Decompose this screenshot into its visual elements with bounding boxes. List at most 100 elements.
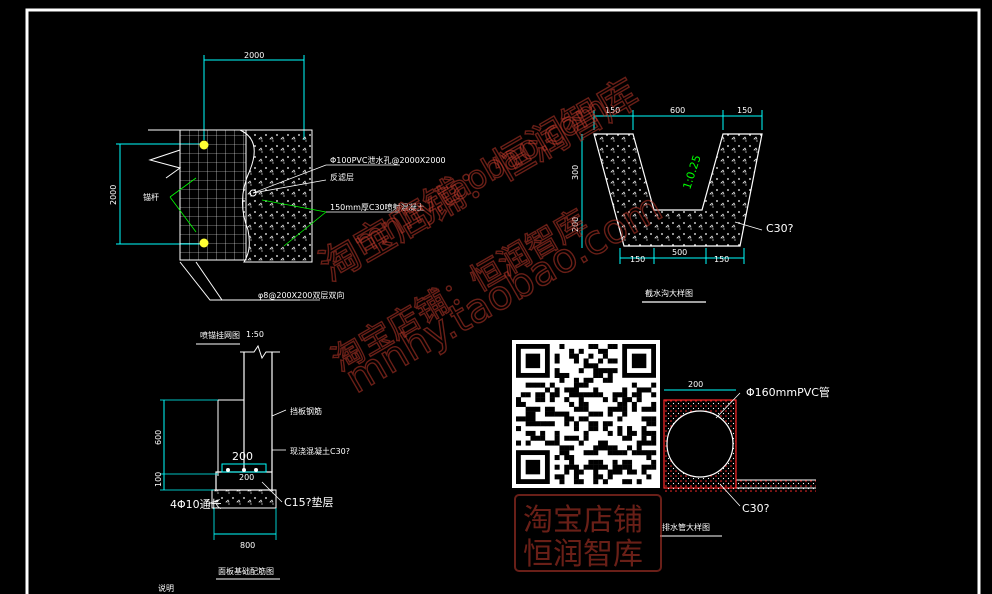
qr-module [607, 430, 613, 436]
drawing-shotcrete-wall: 2000 2000 Φ100PVC泄水孔@2000X2000 反滤层 150mm… [109, 51, 446, 301]
qr-module [636, 387, 642, 393]
qr-module [530, 416, 536, 422]
qr-module [525, 392, 531, 398]
qr-module [554, 474, 560, 480]
qr-module [578, 416, 584, 422]
qr-module [583, 430, 589, 436]
qr-module [516, 401, 522, 407]
qr-module [651, 430, 657, 436]
qr-module [559, 411, 565, 417]
qr-module [559, 479, 565, 485]
qr-module [588, 459, 594, 465]
qr-module [598, 358, 604, 364]
qr-module [564, 397, 570, 403]
qr-module [554, 387, 560, 393]
qr-module [602, 464, 608, 470]
qr-module [549, 392, 555, 398]
qr-module [593, 392, 599, 398]
qr-module [520, 416, 526, 422]
note-shotcrete: 150mm厚C30喷射混凝土 [330, 202, 425, 212]
qr-module [578, 368, 584, 374]
qr-module [578, 348, 584, 354]
qr-module [598, 474, 604, 480]
qr-module [593, 474, 599, 480]
qr-module [588, 353, 594, 359]
qr-module [607, 450, 613, 456]
qr-module [583, 406, 589, 412]
qr-module [636, 479, 642, 485]
watermark-stamp-line1: 淘宝店铺 [523, 503, 643, 538]
qr-module [651, 382, 657, 388]
qr-module [622, 479, 628, 485]
dim-left-2000: 2000 [109, 185, 118, 205]
qr-module [602, 368, 608, 374]
qr-module [583, 450, 589, 456]
qr-module [573, 382, 579, 388]
qr-module [627, 469, 633, 475]
qr-module [573, 421, 579, 427]
qr-module [564, 469, 570, 475]
note-c15-cushion: C15?垫层 [284, 495, 334, 509]
qr-module [641, 469, 647, 475]
qr-module [578, 401, 584, 407]
qr-module [631, 406, 637, 412]
qr-module [520, 392, 526, 398]
qr-module [520, 401, 526, 407]
qr-module [641, 450, 647, 456]
dim-top-150-right: 150 [737, 106, 752, 115]
qr-module [641, 406, 647, 412]
footing-scale: 1:50 [246, 330, 264, 339]
qr-module [525, 406, 531, 412]
qr-module [540, 392, 546, 398]
qr-module [559, 474, 565, 480]
qr-module [554, 358, 560, 364]
qr-module [540, 382, 546, 388]
qr-module [622, 387, 628, 393]
gutter-concrete [593, 133, 763, 247]
qr-module [593, 411, 599, 417]
qr-module [540, 435, 546, 441]
qr-module [583, 435, 589, 441]
watermark-stamp-line2: 恒润智库 [523, 537, 643, 572]
qr-module [530, 406, 536, 412]
qr-module [535, 397, 541, 403]
qr-module [641, 426, 647, 432]
note-cast-concrete: 现浇混凝土C30? [290, 446, 350, 456]
qr-module [593, 363, 599, 369]
qr-module [559, 450, 565, 456]
qr-module [588, 426, 594, 432]
qr-module [622, 401, 628, 407]
qr-module [631, 382, 637, 388]
qr-module [540, 397, 546, 403]
qr-module [525, 430, 531, 436]
qr-module [646, 406, 652, 412]
qr-module [525, 411, 531, 417]
dim-200: 200 [232, 450, 253, 463]
qr-module [569, 348, 575, 354]
qr-module [530, 411, 536, 417]
dim-bot-150-left: 150 [630, 255, 645, 264]
qr-module [569, 445, 575, 451]
qr-module [583, 382, 589, 388]
note-rebar-mesh: φ8@200X200双层双向 [258, 290, 344, 300]
qr-module [564, 387, 570, 393]
qr-module [525, 382, 531, 388]
drawing-wall-footing: 喷锚挂网图 1:50 600 100 200 200 挡板钢筋 现浇混凝土C30… [154, 330, 350, 593]
dim-pipe-200: 200 [688, 380, 703, 389]
qr-module [636, 392, 642, 398]
qr-module [651, 440, 657, 446]
qr-module [646, 440, 652, 446]
qr-module [578, 469, 584, 475]
qr-module [646, 474, 652, 480]
qr-module [578, 382, 584, 388]
qr-module [602, 426, 608, 432]
qr-module [573, 358, 579, 364]
qr-module [583, 377, 589, 383]
qr-module [578, 397, 584, 403]
drain-hole-lower [199, 238, 209, 248]
qr-module [646, 430, 652, 436]
dim-left-200: 200 [571, 217, 580, 232]
qr-module [593, 387, 599, 393]
